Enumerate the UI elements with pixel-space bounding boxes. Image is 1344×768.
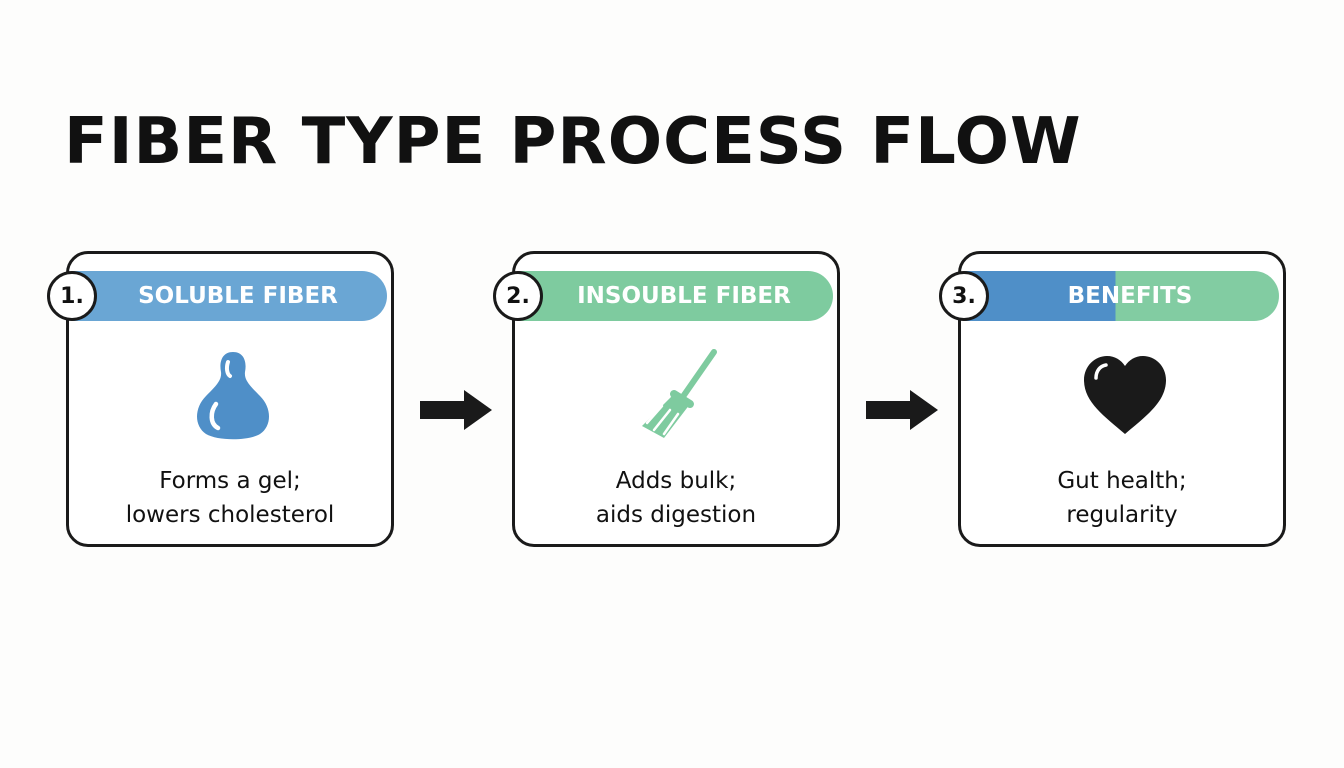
step-label-banner: BENEFITS — [965, 271, 1279, 321]
step-description: Gut health; regularity — [961, 464, 1283, 532]
step-number-badge: 3. — [939, 271, 989, 321]
step-card-soluble-fiber: 1. SOLUBLE FIBER Forms a gel; lowers cho… — [47, 251, 394, 547]
step-description: Forms a gel; lowers cholesterol — [69, 464, 391, 532]
step-description-line: Forms a gel; — [159, 468, 301, 494]
step-description: Adds bulk; aids digestion — [515, 464, 837, 532]
step-description-line: Gut health; — [1057, 468, 1187, 494]
step-label-banner: INSOUBLE FIBER — [519, 271, 833, 321]
step-description-line: aids digestion — [595, 502, 757, 528]
step-description-line: Adds bulk; — [615, 468, 737, 494]
step-label-banner: SOLUBLE FIBER — [73, 271, 387, 321]
page-title: FIBER TYPE PROCESS FLOW — [64, 105, 1082, 179]
step-description-line: lowers cholesterol — [125, 502, 335, 528]
step-card-insoluble-fiber: 2. INSOUBLE FIBER Adds bulk; aids digest… — [493, 251, 840, 547]
broom-icon — [642, 349, 717, 438]
heart-icon — [1084, 356, 1166, 434]
arrow-right-icon — [420, 390, 492, 430]
step-description-line: regularity — [1066, 502, 1178, 528]
step-number-badge: 2. — [493, 271, 543, 321]
gel-drop-icon — [197, 352, 269, 440]
step-number-badge: 1. — [47, 271, 97, 321]
arrow-right-icon — [866, 390, 938, 430]
step-card-benefits: 3. BENEFITS Gut health; regularity — [939, 251, 1286, 547]
